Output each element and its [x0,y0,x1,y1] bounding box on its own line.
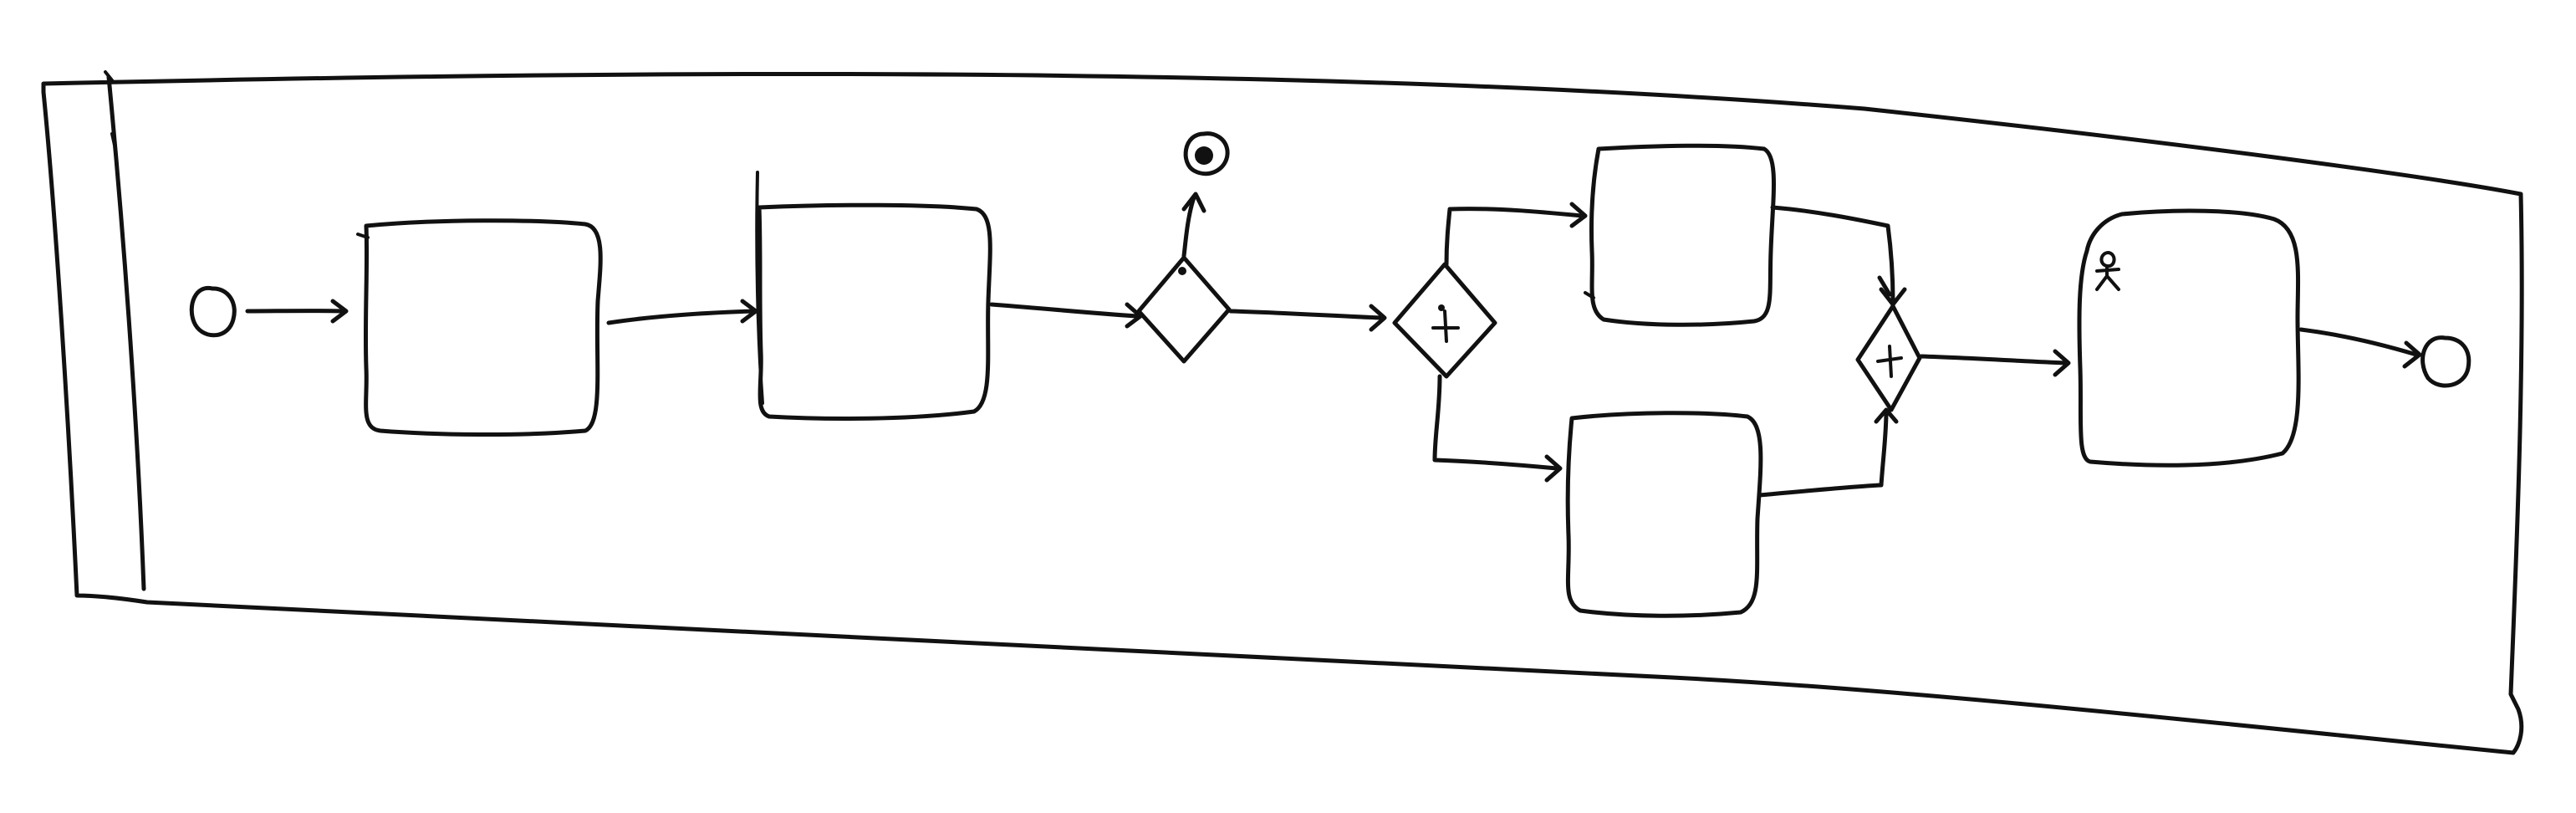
parallel-gateway-split [1392,262,1497,379]
exclusive-gateway-dot [1178,267,1186,275]
flow-task-1-to-task-2 [606,299,758,325]
end-event [2420,335,2471,388]
task-3-corner-stroke [1584,291,1595,299]
exclusive-gateway-diamond [1136,255,1232,364]
parallel-gateway-split-plus-icon [1431,309,1460,343]
task-1-box [363,218,603,437]
flow-exclusive-gateway-to-terminate-end [1181,192,1206,258]
start-event [189,285,237,338]
flow-parallel-split-to-task-4 [1432,374,1563,483]
task-3-box [1589,143,1776,327]
task-2-box [757,202,992,421]
parallel-gateway-join [1855,304,1922,412]
pool-corner-mark [104,70,117,151]
terminate-end-event [1183,131,1230,176]
pool-label-band-divider [106,74,146,591]
person-icon [2095,251,2120,291]
user-task [2077,208,2301,468]
user-task-box [2077,208,2301,468]
sequence-flows [245,192,2422,498]
flow-parallel-split-to-task-3 [1444,202,1588,267]
flow-task-2-to-exclusive-gateway [989,302,1143,329]
task-2 [755,171,992,421]
terminate-end-event-core [1195,146,1213,165]
end-event-circle [2420,335,2471,388]
task-1-corner-stroke [356,233,370,239]
flow-task-4-to-parallel-join [1757,407,1899,498]
pool-outer-border [41,71,2524,755]
parallel-gateway-join-plus-icon [1876,345,1903,378]
pool [41,70,2524,755]
flow-parallel-join-to-user-task [1919,349,2071,377]
flow-start-to-task-1 [245,299,349,324]
task-4-box [1565,411,1763,618]
terminate-end-event-circle [1183,131,1230,176]
parallel-gateway-split-dot [1438,304,1445,311]
task-3 [1584,143,1776,327]
task-2-left-stroke [755,171,764,405]
flow-task-3-to-parallel-join [1770,205,1907,307]
flow-user-task-to-end [2298,327,2422,369]
task-4 [1565,411,1763,618]
task-1 [356,218,603,437]
start-event-circle [189,285,237,338]
exclusive-gateway [1136,255,1232,364]
flow-exclusive-gateway-to-parallel-split [1228,304,1387,332]
parallel-gateway-join-diamond [1855,304,1922,412]
parallel-gateway-split-diamond [1392,262,1497,379]
